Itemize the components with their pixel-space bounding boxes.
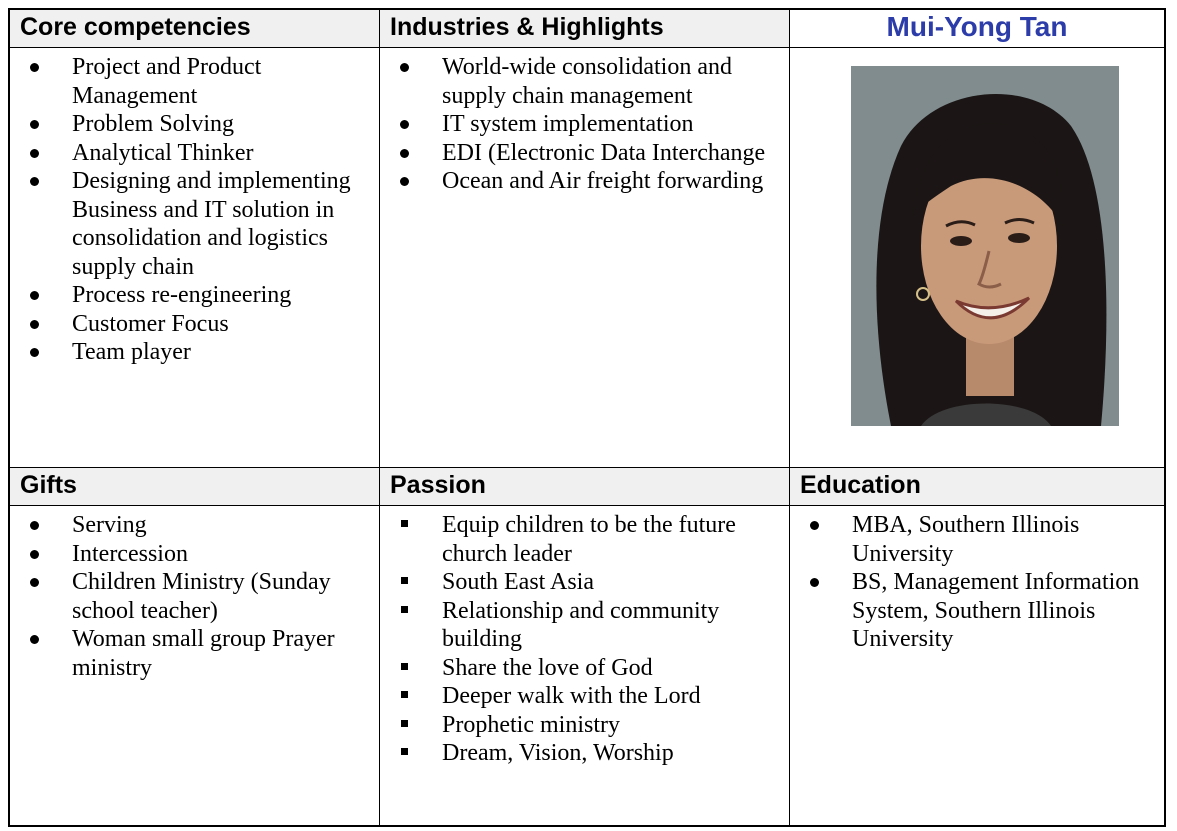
list-item: Ocean and Air freight forwarding (380, 167, 789, 196)
industries-list: World-wide consolidation and supply chai… (380, 53, 789, 196)
education-cell: MBA, Southern Illinois University BS, Ma… (790, 506, 1164, 825)
list-item: MBA, Southern Illinois University (790, 511, 1164, 568)
passion-header: Passion (380, 468, 790, 506)
list-item: South East Asia (380, 568, 789, 597)
list-item: Process re-engineering (10, 281, 379, 310)
list-item: Designing and implementing Business and … (10, 167, 379, 281)
photo-cell (790, 48, 1164, 468)
industries-header: Industries & Highlights (380, 10, 790, 48)
list-item: Problem Solving (10, 110, 379, 139)
list-item: EDI (Electronic Data Interchange (380, 139, 789, 168)
list-item: Children Ministry (Sunday school teacher… (10, 568, 379, 625)
profile-table: Core competencies Industries & Highlight… (8, 8, 1166, 827)
list-item: Relationship and community building (380, 597, 789, 654)
list-item: Prophetic ministry (380, 711, 789, 740)
industries-cell: World-wide consolidation and supply chai… (380, 48, 790, 468)
passion-list: Equip children to be the future church l… (380, 511, 789, 768)
passion-cell: Equip children to be the future church l… (380, 506, 790, 825)
list-item: BS, Management Information System, South… (790, 568, 1164, 654)
list-item: Analytical Thinker (10, 139, 379, 168)
profile-photo (851, 66, 1119, 426)
gifts-cell: Serving Intercession Children Ministry (… (10, 506, 380, 825)
list-item: Team player (10, 338, 379, 367)
list-item: Equip children to be the future church l… (380, 511, 789, 568)
education-list: MBA, Southern Illinois University BS, Ma… (790, 511, 1164, 654)
list-item: Intercession (10, 540, 379, 569)
core-competencies-cell: Project and Product Management Problem S… (10, 48, 380, 468)
gifts-header: Gifts (10, 468, 380, 506)
list-item: IT system implementation (380, 110, 789, 139)
list-item: Serving (10, 511, 379, 540)
list-item: Dream, Vision, Worship (380, 739, 789, 768)
education-header: Education (790, 468, 1164, 506)
list-item: Share the love of God (380, 654, 789, 683)
portrait-image (851, 66, 1119, 426)
list-item: Woman small group Prayer ministry (10, 625, 379, 682)
list-item: World-wide consolidation and supply chai… (380, 53, 789, 110)
gifts-list: Serving Intercession Children Ministry (… (10, 511, 379, 682)
core-competencies-header: Core competencies (10, 10, 380, 48)
list-item: Customer Focus (10, 310, 379, 339)
person-name: Mui-Yong Tan (790, 10, 1164, 48)
core-competencies-list: Project and Product Management Problem S… (10, 53, 379, 367)
list-item: Project and Product Management (10, 53, 379, 110)
list-item: Deeper walk with the Lord (380, 682, 789, 711)
